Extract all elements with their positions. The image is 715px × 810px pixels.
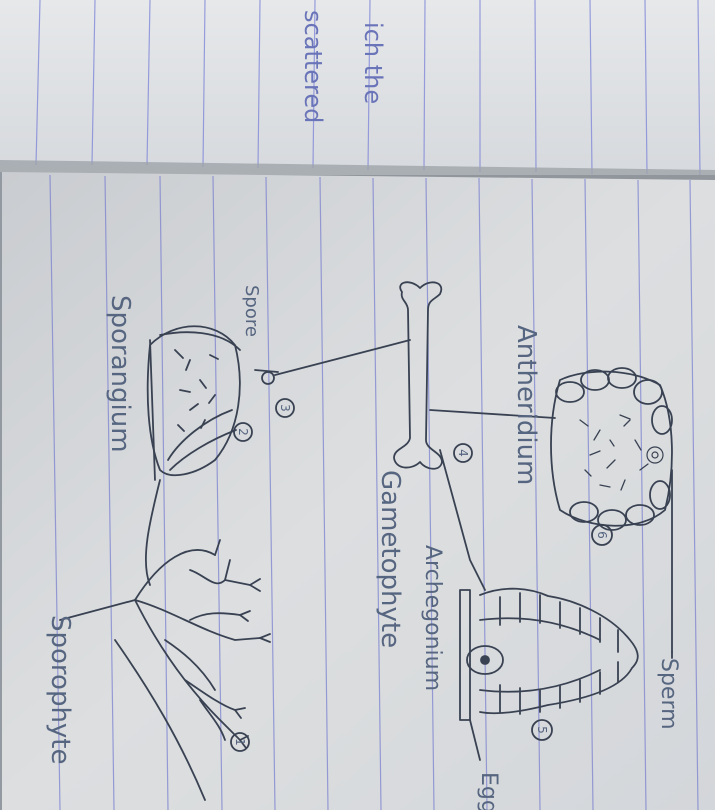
top-page-word-1: ich the — [359, 22, 387, 104]
top-page-word-2: scattered — [299, 10, 327, 123]
top-page — [0, 0, 715, 175]
